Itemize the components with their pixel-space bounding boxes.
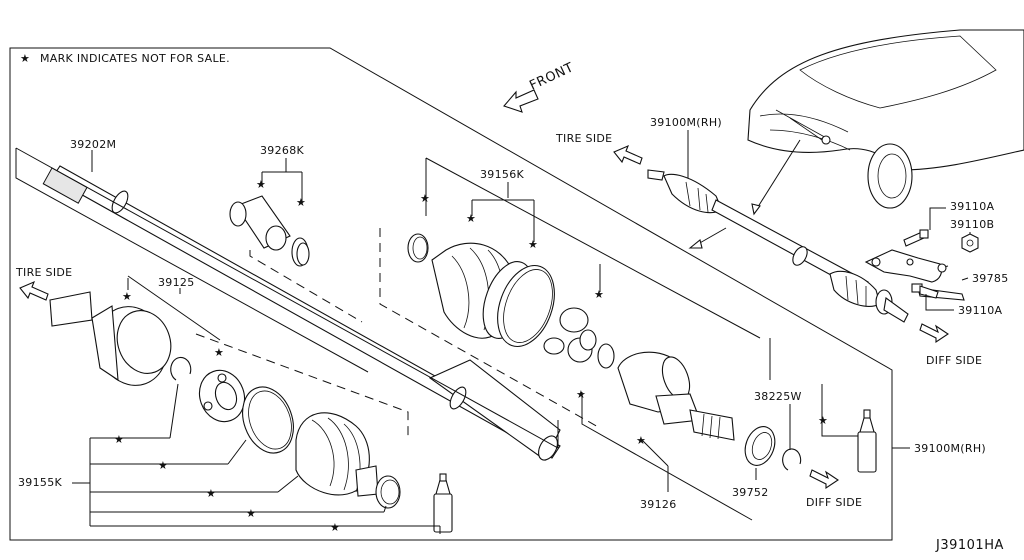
circlip-left — [170, 356, 192, 381]
notice-star: ★ — [20, 52, 30, 65]
circlip-right — [782, 448, 802, 471]
star-mark: ★ — [122, 290, 132, 303]
label-39100M-rh-top: 39100M(RH) — [650, 116, 722, 129]
star-mark: ★ — [528, 238, 538, 251]
star-mark: ★ — [256, 178, 266, 191]
label-39100M-rh-right: 39100M(RH) — [914, 442, 986, 455]
tire-side-left: TIRE SIDE — [15, 266, 72, 301]
star-mark: ★ — [576, 388, 586, 401]
tire-side-top-arrow-icon — [613, 144, 643, 165]
label-39155K: 39155K — [18, 476, 62, 489]
star-mark: ★ — [466, 212, 476, 225]
oil-seal-39752 — [744, 426, 776, 466]
diagram-code: J39101HA — [935, 538, 1004, 553]
damper-39268K — [229, 195, 310, 267]
star-mark: ★ — [214, 346, 224, 359]
inner-ring — [198, 369, 246, 423]
boot-band-large — [242, 386, 294, 454]
diff-side-right: DIFF SIDE — [919, 323, 982, 367]
star-mark: ★ — [818, 414, 828, 427]
star-mark: ★ — [330, 521, 340, 534]
boot-band-small — [375, 475, 401, 509]
label-39125: 39125 — [158, 276, 195, 289]
tire-side-top-label: TIRE SIDE — [555, 132, 612, 145]
band-large-inner-2 — [497, 264, 555, 348]
label-39785: 39785 — [972, 272, 1009, 285]
boot-outer — [295, 412, 379, 497]
star-mark: ★ — [296, 196, 306, 209]
diff-side-bottom: DIFF SIDE — [806, 469, 862, 509]
diff-side-right-label: DIFF SIDE — [926, 354, 982, 367]
band-small-inner — [407, 233, 429, 263]
bolt-39110A-bottom — [911, 283, 939, 299]
bolt-39110A-top — [903, 229, 929, 247]
star-mark: ★ — [206, 487, 216, 500]
diff-side-bottom-arrow-icon — [809, 469, 839, 490]
tire-side-top: TIRE SIDE — [555, 132, 643, 165]
label-39110A-bottom: 39110A — [958, 304, 1002, 317]
diagram-frame — [9, 47, 893, 541]
star-mark: ★ — [420, 192, 430, 205]
inner-housing-39126 — [617, 351, 735, 441]
circlip-center — [597, 343, 615, 369]
nut-39110B — [961, 233, 979, 253]
star-mark: ★ — [594, 288, 604, 301]
front-label: FRONT — [527, 60, 576, 93]
car-illustration — [688, 29, 1024, 249]
outer-joint-39125 — [49, 291, 172, 386]
label-38225W: 38225W — [754, 390, 802, 403]
label-39110B: 39110B — [950, 218, 994, 231]
star-mark: ★ — [114, 433, 124, 446]
label-39268K: 39268K — [260, 144, 304, 157]
grease-tube-right — [857, 409, 877, 473]
label-39110A-top: 39110A — [950, 200, 994, 213]
label-39202M: 39202M — [70, 138, 116, 151]
diff-side-bottom-label: DIFF SIDE — [806, 496, 862, 509]
star-mark: ★ — [636, 434, 646, 447]
star-mark: ★ — [158, 459, 168, 472]
grease-tube-left — [433, 473, 453, 533]
front-arrow: FRONT — [503, 60, 576, 113]
tire-side-left-arrow-icon — [19, 280, 49, 301]
assembled-driveshaft — [647, 169, 909, 323]
tripod — [543, 307, 597, 363]
diff-side-right-arrow-icon — [919, 323, 949, 344]
label-39752: 39752 — [732, 486, 769, 499]
label-39126: 39126 — [640, 498, 677, 511]
front-arrow-icon — [503, 89, 539, 113]
notice: ★ MARK INDICATES NOT FOR SALE. — [20, 52, 230, 65]
star-mark: ★ — [246, 507, 256, 520]
label-39156K: 39156K — [480, 168, 524, 181]
tire-side-left-label: TIRE SIDE — [15, 266, 72, 279]
notice-text: MARK INDICATES NOT FOR SALE. — [40, 52, 230, 65]
intermediate-shaft — [42, 165, 561, 461]
